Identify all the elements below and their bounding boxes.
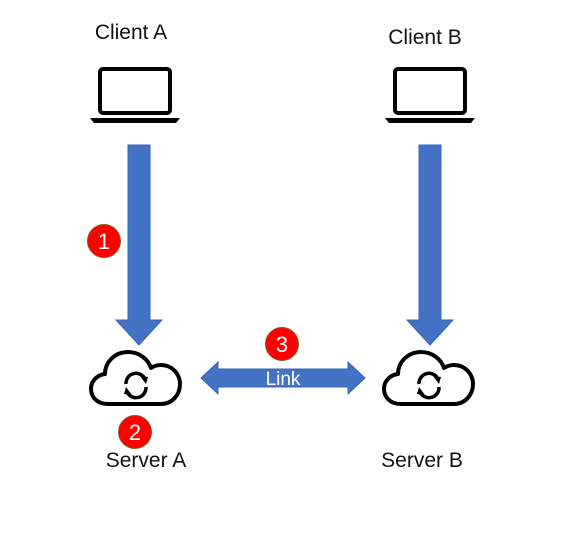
step-badge-3: 3 [265,327,299,361]
server-b-label: Server B [381,449,463,472]
arrow-client-b-to-server-b [405,144,455,346]
step-badge-2: 2 [118,415,152,449]
laptop-icon [90,67,180,123]
cloud-sync-icon [89,350,182,406]
arrow-client-a-to-server-a [114,144,164,346]
cloud-sync-icon [382,350,475,406]
laptop-icon [385,67,475,123]
step-badge-1: 1 [87,224,121,258]
arrow-server-a-server-b-link [200,360,366,396]
client-a-label: Client A [94,21,168,44]
link-label: Link [265,369,301,390]
client-b-label: Client B [388,26,462,49]
server-a-label: Server A [105,449,187,472]
